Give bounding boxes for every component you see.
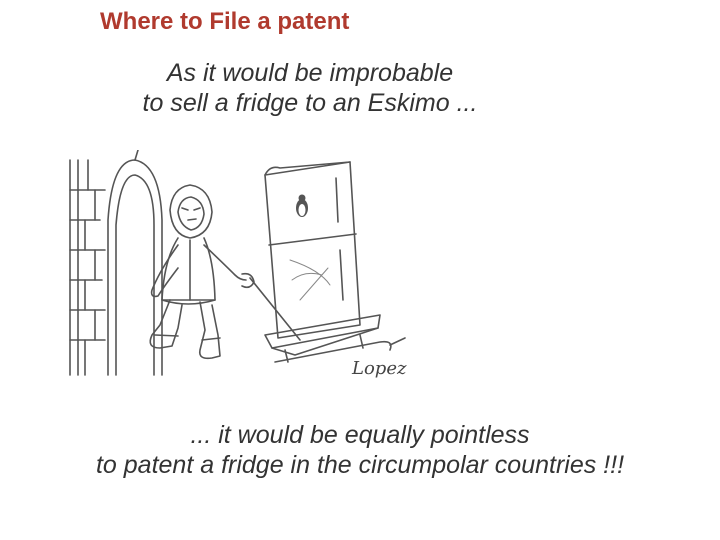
intro-text: As it would be improbable to sell a frid…	[60, 58, 560, 118]
igloo-wall	[69, 150, 163, 376]
eskimo-fridge-cartoon	[69, 150, 406, 376]
conclusion-line-1: ... it would be equally pointless	[190, 421, 530, 449]
sled	[264, 314, 392, 363]
eskimo-figure	[149, 184, 255, 360]
penguin-icon	[296, 194, 308, 217]
conclusion-line-2: to patent a fridge in the circumpolar co…	[95, 451, 625, 479]
refrigerator	[264, 161, 361, 339]
slide-title: Where to File a patent	[100, 8, 350, 35]
cartoon-signature: Lopez	[352, 358, 407, 379]
conclusion-text: ... it would be equally pointless to pat…	[0, 420, 720, 480]
intro-line-2: to sell a fridge to an Eskimo ...	[142, 89, 478, 117]
intro-line-1: As it would be improbable	[166, 59, 454, 87]
